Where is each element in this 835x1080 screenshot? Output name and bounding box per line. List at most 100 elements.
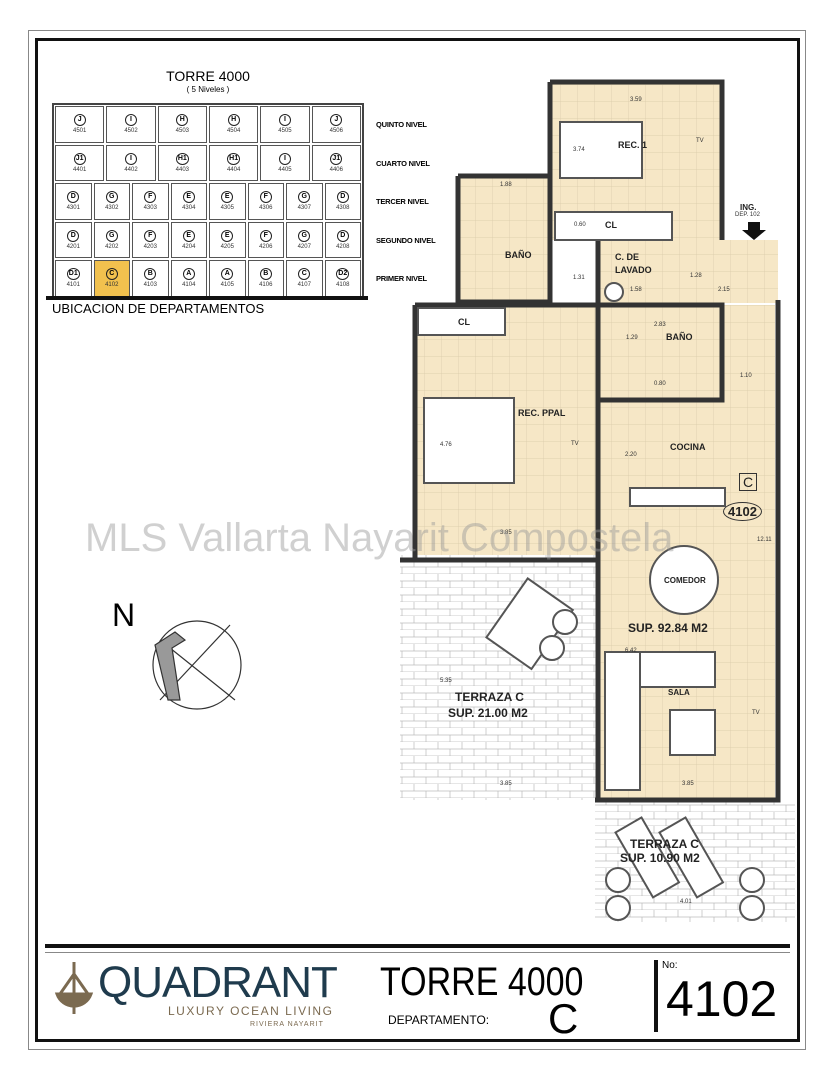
north-label: N [112, 597, 136, 633]
tower-title: TORRE 4000 [380, 960, 584, 1004]
room-label-lavado-1: C. DE [615, 252, 640, 262]
interior-area: SUP. 92.84 M2 [628, 621, 708, 635]
room-label-cocina: COCINA [670, 442, 706, 452]
unit-number: 4307 [297, 205, 311, 212]
unit-type-badge: J1 [73, 152, 86, 165]
unit-type-badge: G [298, 229, 311, 242]
title-block-rule-thin [45, 952, 790, 953]
unit-number: 4406 [329, 166, 343, 173]
level-label: TERCER NIVEL [376, 197, 429, 206]
unit-number: 4404 [226, 166, 241, 173]
unit-type-badge: J [73, 114, 86, 127]
unit-type-badge: H1 [175, 152, 189, 165]
unit-type-badge: G [105, 229, 118, 242]
terrace-1-area: SUP. 21.00 M2 [448, 706, 528, 720]
dimension-label: 1.58 [630, 287, 642, 293]
unit-type-badge: G [105, 191, 118, 204]
dimension-label: 3.74 [573, 147, 585, 153]
title-divider [654, 960, 658, 1032]
dimension-label: 0.60 [574, 222, 586, 228]
unit-number: 4106 [259, 282, 273, 289]
unit-type-badge: D1 [66, 268, 80, 281]
unit-type-badge: B [144, 268, 157, 281]
unit-type-tag: C [739, 473, 758, 491]
unit-type-badge: D [67, 229, 80, 242]
unit-type-badge: F [144, 191, 157, 204]
kitchen-bar [629, 487, 726, 507]
dimension-label: 3.85 [500, 530, 512, 536]
unit-number: 4306 [259, 205, 273, 212]
unit-type-badge: B [259, 268, 272, 281]
unit-type-badge: E [182, 229, 195, 242]
room-label-bano2: BAÑO [666, 332, 693, 342]
unit-number: 4108 [336, 282, 350, 289]
sun-lounger-3 [658, 816, 725, 899]
unit-type-badge: I [278, 152, 291, 165]
dimension-label: 1.10 [740, 373, 752, 379]
unit-number: 4505 [278, 128, 292, 135]
entry-sublabel: DEP. 102 [735, 212, 760, 218]
unit-number: 4103 [143, 282, 157, 289]
compass-icon [152, 620, 242, 710]
bed-recppal [423, 397, 515, 484]
dimension-label: 3.85 [682, 781, 694, 787]
level-label: PRIMER NIVEL [376, 274, 427, 283]
page-outer-border [28, 30, 806, 1050]
department-label: DEPARTAMENTO: [388, 1013, 490, 1027]
terrace-2-area: SUP. 10.90 M2 [620, 851, 700, 865]
brand-tagline: LUXURY OCEAN LIVING [168, 1004, 334, 1018]
page-frame [35, 38, 800, 1042]
sextant-logo-icon [54, 962, 94, 1014]
unit-type-badge: C [298, 268, 311, 281]
unit-number: 4205 [220, 243, 234, 250]
water-heater [604, 282, 624, 302]
unit-number: 4206 [259, 243, 273, 250]
unit-number: 4102 [105, 282, 119, 289]
dimension-label: 2.15 [718, 287, 730, 293]
dimension-label: 2.83 [654, 322, 666, 328]
unit-type-badge: J [330, 114, 343, 127]
unit-number: 4101 [66, 282, 80, 289]
sofa-side [604, 651, 641, 791]
unit-type-badge: F [259, 191, 272, 204]
room-label-bano1: BAÑO [505, 250, 532, 260]
unit-number: 4504 [226, 128, 241, 135]
unit-type-badge: A [221, 268, 234, 281]
dimension-label: 2.20 [625, 452, 637, 458]
unit-number: 4303 [143, 205, 157, 212]
unit-number: 4301 [66, 205, 80, 212]
room-label-cl2: CL [458, 317, 470, 327]
unit-number: 4204 [182, 243, 196, 250]
unit-type-badge: A [182, 268, 195, 281]
unit-type-badge: C [105, 268, 118, 281]
unit-type-badge: D [67, 191, 80, 204]
department-type: C [548, 995, 579, 1042]
dimension-label: 1.28 [690, 273, 702, 279]
unit-type-badge: F [259, 229, 272, 242]
unit-number: 4401 [72, 166, 87, 173]
dimension-label: 4.76 [440, 442, 452, 448]
unit-number: 4501 [72, 128, 87, 135]
bed-rec1 [559, 121, 643, 179]
dimension-label: 3.59 [630, 97, 642, 103]
